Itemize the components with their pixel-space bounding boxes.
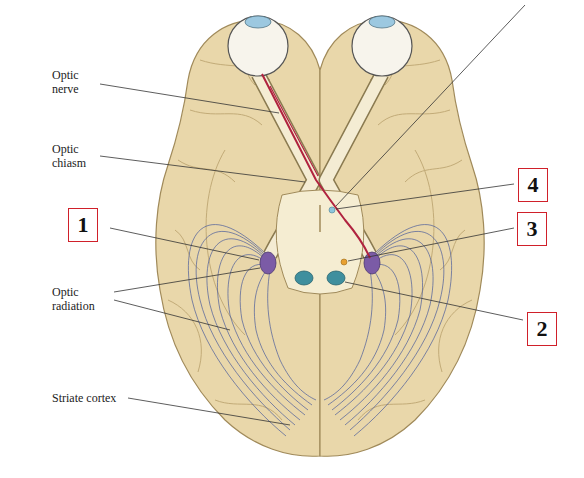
part-label: Striate cortex [52, 391, 116, 405]
callout-number: 4 [528, 173, 539, 197]
callout-number: 2 [537, 317, 548, 341]
part-label-text: Optic radiation [52, 285, 95, 313]
part-label: Optic chiasm [52, 142, 100, 170]
part-label: Optic radiation [52, 285, 112, 313]
part-label: Optic nerve [52, 68, 100, 96]
callout-number: 3 [527, 217, 538, 241]
callout-box: 2 [527, 312, 557, 346]
callout-box: 4 [518, 168, 548, 202]
part-label-text: Striate cortex [52, 391, 116, 405]
part-label-text: Optic chiasm [52, 142, 86, 170]
callout-box: 1 [68, 208, 98, 242]
callout-box: 3 [517, 212, 547, 246]
callout-number: 1 [78, 213, 89, 237]
part-label-text: Optic nerve [52, 68, 79, 96]
